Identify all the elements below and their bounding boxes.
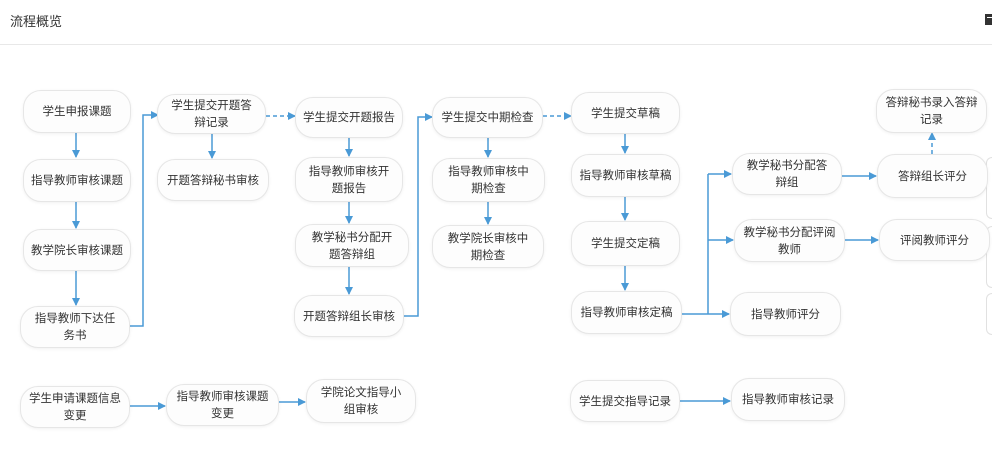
flow-node-student-submit-final[interactable]: 学生提交定稿 xyxy=(571,221,680,266)
side-panel-edge xyxy=(986,157,992,219)
flow-node-advisor-review-draft[interactable]: 指导教师审核草稿 xyxy=(571,154,680,197)
side-panel-edge xyxy=(986,226,992,288)
flow-node-student-submit-proposal-defense-record[interactable]: 学生提交开题答辩记录 xyxy=(157,94,266,134)
flow-node-advisor-score[interactable]: 指导教师评分 xyxy=(730,292,841,336)
flow-node-reviewer-score[interactable]: 评阅教师评分 xyxy=(879,219,990,261)
flow-node-student-submit-proposal-report[interactable]: 学生提交开题报告 xyxy=(295,97,403,138)
flow-node-defense-secretary-record[interactable]: 答辩秘书录入答辩记录 xyxy=(876,89,987,133)
flow-node-advisor-review-midterm[interactable]: 指导教师审核中期检查 xyxy=(432,158,545,202)
flow-node-secretary-assign-defense-group[interactable]: 教学秘书分配答辩组 xyxy=(732,153,842,195)
flow-node-student-submit-midterm[interactable]: 学生提交中期检查 xyxy=(432,97,543,138)
flow-node-secretary-assign-proposal-group[interactable]: 教学秘书分配开题答辩组 xyxy=(295,224,409,267)
flow-node-advisor-review-final[interactable]: 指导教师审核定稿 xyxy=(571,291,682,334)
flow-node-student-request-change[interactable]: 学生申请课题信息变更 xyxy=(20,386,130,428)
flow-node-college-group-review[interactable]: 学院论文指导小组审核 xyxy=(306,379,416,423)
side-panel-edge xyxy=(986,293,992,335)
flow-node-proposal-secretary-review[interactable]: 开题答辩秘书审核 xyxy=(157,159,269,201)
flow-node-student-submit-guidance-record[interactable]: 学生提交指导记录 xyxy=(570,380,680,422)
page-title: 流程概览 xyxy=(10,15,63,30)
flow-node-advisor-issue-task[interactable]: 指导教师下达任务书 xyxy=(20,306,130,348)
flow-node-student-submit-topic[interactable]: 学生申报课题 xyxy=(23,90,131,133)
flow-node-dean-review-topic[interactable]: 教学院长审核课题 xyxy=(23,229,131,271)
document-icon[interactable] xyxy=(985,14,992,25)
flow-node-advisor-review-proposal-report[interactable]: 指导教师审核开题报告 xyxy=(295,157,403,202)
flow-node-advisor-review-record[interactable]: 指导教师审核记录 xyxy=(731,378,845,421)
flow-node-advisor-review-topic[interactable]: 指导教师审核课题 xyxy=(23,159,131,202)
flow-node-defense-leader-score[interactable]: 答辩组长评分 xyxy=(877,154,988,198)
flow-node-proposal-group-leader-review[interactable]: 开题答辩组长审核 xyxy=(294,295,404,337)
flow-node-advisor-review-change[interactable]: 指导教师审核课题变更 xyxy=(166,384,279,426)
page-header: 流程概览 xyxy=(0,0,992,45)
flow-node-secretary-assign-reviewer[interactable]: 教学秘书分配评阅教师 xyxy=(734,219,845,262)
flow-node-dean-review-midterm[interactable]: 教学院长审核中期检查 xyxy=(432,225,544,268)
flow-node-student-submit-draft[interactable]: 学生提交草稿 xyxy=(571,92,680,134)
